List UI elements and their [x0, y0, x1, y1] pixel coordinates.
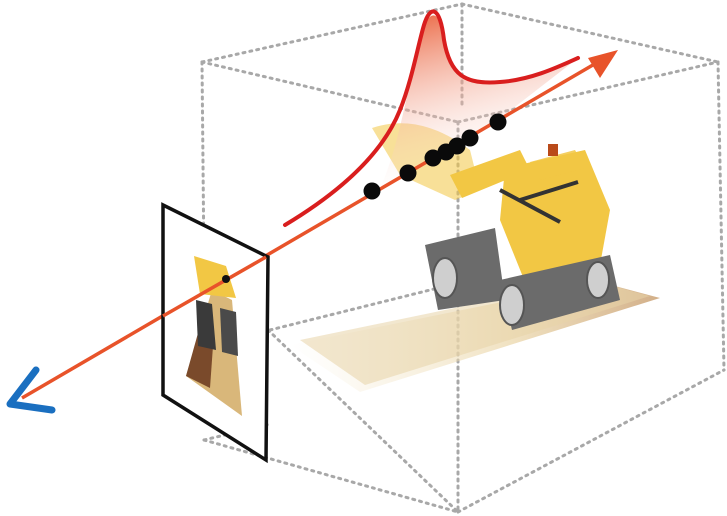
model-cab	[500, 150, 610, 282]
sample-point	[461, 129, 479, 147]
bbox-edge	[202, 438, 460, 514]
sample-points	[363, 113, 507, 200]
pixel-point	[222, 275, 230, 283]
model-wheel	[432, 257, 458, 299]
model-beacon	[548, 144, 558, 156]
model-piston	[499, 188, 561, 224]
bbox-edge	[268, 280, 464, 332]
lego-bulldozer-model	[290, 123, 660, 392]
ray-arrowhead	[588, 50, 618, 78]
bbox-edge	[266, 328, 460, 514]
bbox-edge	[456, 368, 726, 514]
density-distribution	[283, 9, 580, 227]
density-fill	[378, 15, 578, 192]
density-curve	[283, 9, 580, 227]
model-cab-top	[530, 150, 585, 180]
image-plane	[161, 202, 270, 464]
thumbnail-track	[196, 300, 216, 350]
sample-point	[448, 137, 466, 155]
thumbnail-track	[220, 308, 238, 356]
camera-eye-icon	[6, 366, 56, 414]
model-arm	[450, 150, 530, 198]
model-piston	[519, 180, 579, 202]
thumbnail-bucket	[194, 256, 236, 298]
sample-point	[399, 164, 417, 182]
sample-point	[363, 182, 381, 200]
bbox-edge	[716, 60, 726, 372]
rendered-bulldozer-thumbnail	[186, 256, 242, 416]
camera-eye-icon-stroke	[6, 366, 56, 414]
model-wheel	[586, 261, 610, 299]
ray-through-plane	[162, 255, 267, 318]
bbox-edge	[460, 2, 720, 64]
sample-point	[424, 149, 442, 167]
sample-point	[489, 113, 507, 131]
model-wheel	[499, 284, 525, 326]
bbox-edge	[200, 2, 464, 64]
